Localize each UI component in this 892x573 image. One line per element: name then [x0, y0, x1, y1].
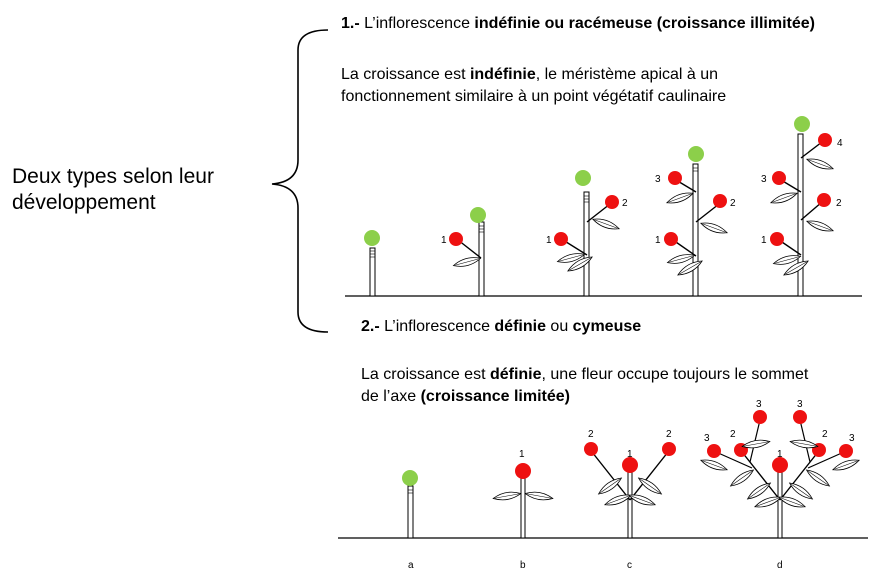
- racemose-label: 2: [622, 198, 628, 209]
- apical-bud: [402, 470, 418, 486]
- racemose-heading-text: L’inflorescence: [359, 15, 475, 32]
- cymose-desc-part1: La croissance est: [361, 366, 490, 383]
- cymose-stage-label: d: [777, 560, 783, 571]
- racemose-stage-1: [364, 230, 380, 297]
- flower: [662, 442, 676, 456]
- cymose-stage-label: a: [408, 560, 414, 571]
- flower: [449, 232, 463, 246]
- flower: [753, 410, 767, 424]
- types-label: Deux types selon leur développement: [12, 164, 272, 216]
- racemose-label: 1: [441, 235, 447, 246]
- types-label-line1: Deux types selon leur: [12, 165, 214, 188]
- racemose-label: 3: [761, 174, 767, 185]
- flower: [818, 133, 832, 147]
- cymose-stage-d: [699, 410, 861, 539]
- flower: [770, 232, 784, 246]
- cymose-heading: 2.- L’inflorescence définie ou cymeuse: [361, 318, 641, 336]
- cymose-order-label: 3: [704, 433, 710, 444]
- racemose-label: 1: [546, 235, 552, 246]
- cymose-heading-prefix: 2.-: [361, 318, 380, 335]
- racemose-heading-prefix: 1.-: [341, 15, 360, 32]
- racemose-desc-line2: fonctionnement similaire à un point végé…: [341, 88, 727, 105]
- cymose-desc-bold: définie: [489, 366, 542, 383]
- apical-bud: [688, 146, 704, 162]
- apical-bud: [470, 207, 486, 223]
- cymose-heading-bold2: cymeuse: [572, 318, 642, 335]
- cymose-heading-text2: ou: [545, 318, 573, 335]
- racemose-label: 4: [837, 138, 843, 149]
- racemose-description: La croissance est indéfinie, le méristèm…: [341, 64, 726, 108]
- racemose-desc-part1: La croissance est: [341, 66, 470, 83]
- flower: [515, 463, 531, 479]
- cymose-stage-a: [402, 470, 418, 539]
- flower: [554, 232, 568, 246]
- cymose-stage-label: b: [520, 560, 526, 571]
- cymose-desc-part2: , une fleur occupe toujours le sommet: [541, 366, 809, 383]
- flower: [713, 194, 727, 208]
- racemose-stage-5: [769, 116, 835, 297]
- apical-bud: [575, 170, 591, 186]
- flower: [664, 232, 678, 246]
- cymose-order-label: 1: [777, 449, 783, 460]
- racemose-label: 1: [655, 235, 661, 246]
- racemose-heading: 1.- L’inflorescence indéfinie ou racémeu…: [341, 15, 815, 33]
- apical-bud: [794, 116, 810, 132]
- racemose-label: 1: [761, 235, 767, 246]
- cymose-heading-bold1: définie: [494, 318, 546, 335]
- cymose-description: La croissance est définie, une fleur occ…: [361, 364, 808, 408]
- racemose-desc-bold: indéfinie: [469, 66, 536, 83]
- apical-bud: [364, 230, 380, 246]
- cymose-order-label: 1: [627, 449, 633, 460]
- flower: [817, 193, 831, 207]
- cymose-desc-line2: de l’axe: [361, 388, 421, 405]
- cymose-desc-line2-bold: (croissance limitée): [420, 388, 570, 405]
- cymose-order-label: 3: [797, 399, 803, 410]
- cymose-order-label: 3: [849, 433, 855, 444]
- types-label-line2: développement: [12, 191, 156, 214]
- cymose-stage-c: [584, 442, 676, 539]
- cymose-order-label: 2: [588, 429, 594, 440]
- cymose-stage-label: c: [627, 560, 632, 571]
- flower: [772, 171, 786, 185]
- racemose-stage-3: [554, 170, 621, 297]
- racemose-heading-bold: indéfinie ou racémeuse (croissance illim…: [474, 15, 815, 32]
- flower: [772, 457, 788, 473]
- flower: [707, 444, 721, 458]
- flower: [839, 444, 853, 458]
- cymose-order-label: 2: [666, 429, 672, 440]
- flower: [668, 171, 682, 185]
- cymose-stage-b: [492, 463, 554, 539]
- flower: [622, 457, 638, 473]
- curly-brace: [271, 29, 329, 333]
- flower: [793, 410, 807, 424]
- racemose-stage-4: [664, 146, 729, 297]
- cymose-order-label: 2: [730, 429, 736, 440]
- racemose-desc-part2: , le méristème apical à un: [535, 66, 719, 83]
- cymose-order-label: 2: [822, 429, 828, 440]
- racemose-label: 2: [836, 198, 842, 209]
- flower: [584, 442, 598, 456]
- racemose-label: 3: [655, 174, 661, 185]
- flower: [605, 195, 619, 209]
- racemose-stage-2: [449, 207, 486, 297]
- cymose-order-label: 3: [756, 399, 762, 410]
- racemose-label: 2: [730, 198, 736, 209]
- cymose-heading-text1: L’inflorescence: [379, 318, 495, 335]
- cymose-order-label: 1: [519, 449, 525, 460]
